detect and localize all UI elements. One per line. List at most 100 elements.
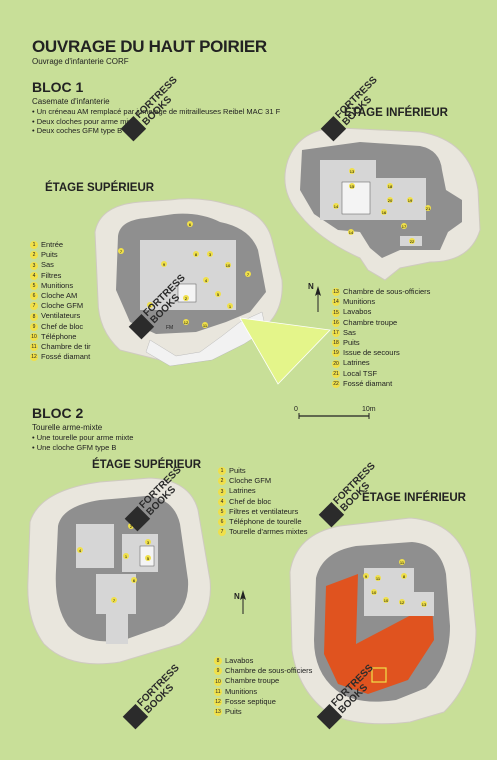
svg-text:9: 9 [365, 574, 368, 579]
orange-area [324, 574, 434, 694]
bloc2-item: Une cloche GFM type B [32, 443, 133, 453]
bloc2-description: Une tourelle pour arme mixte Une cloche … [32, 433, 134, 453]
fm-label: FM [166, 325, 173, 331]
svg-text:12: 12 [184, 320, 189, 325]
turret-room [96, 574, 136, 614]
room-area [341, 181, 371, 215]
svg-text:18: 18 [388, 184, 393, 189]
bloc1-description: Un créneau AM remplacé par jumelage de m… [32, 107, 280, 136]
north-label: N [308, 282, 314, 291]
bloc2-type: Tourelle arme-mixte [32, 423, 103, 432]
bloc2-lower-label: ÉTAGE INFÉRIEUR [362, 492, 466, 504]
svg-text:4: 4 [79, 548, 82, 553]
svg-text:1: 1 [229, 304, 232, 309]
septic-area [371, 667, 387, 683]
svg-text:8: 8 [403, 574, 406, 579]
north-label: N [234, 592, 240, 601]
svg-text:11: 11 [203, 323, 208, 328]
svg-text:10: 10 [372, 590, 377, 595]
svg-text:10: 10 [226, 263, 231, 268]
page-subtitle: Ouvrage d'infanterie CORF [32, 57, 129, 66]
svg-text:21: 21 [426, 206, 431, 211]
scale-end: 10m [362, 406, 376, 413]
bloc1-plans: 13 15 14 14 18 20 19 21 16 17 22 FM 7 6 … [94, 127, 481, 419]
bloc1-type: Casemate d'infanterie [32, 97, 110, 106]
bloc2-item: Une tourelle pour arme mixte [32, 433, 134, 443]
bloc1-item: Deux coches GFM type B [32, 126, 280, 136]
bloc2-plans: 2 4 1 3 5 6 7 9 11 11 8 10 10 12 13 [27, 477, 477, 725]
svg-text:17: 17 [402, 224, 407, 229]
scale-bar [298, 413, 370, 419]
svg-text:3: 3 [209, 252, 212, 257]
svg-text:3: 3 [147, 540, 150, 545]
svg-text:4: 4 [205, 278, 208, 283]
firing-arc [239, 317, 331, 385]
bloc2-upper-label: ÉTAGE SUPÉRIEUR [92, 459, 202, 471]
svg-text:16: 16 [382, 210, 387, 215]
svg-text:14: 14 [334, 204, 339, 209]
svg-text:6: 6 [149, 303, 152, 308]
svg-text:11: 11 [400, 560, 405, 565]
svg-text:12: 12 [400, 600, 405, 605]
bloc2-lower-plan: 9 11 11 8 10 10 12 13 [289, 517, 477, 725]
svg-text:9: 9 [163, 262, 166, 267]
bloc1-lower-label: ÉTAGE INFÉRIEUR [344, 107, 448, 119]
svg-text:2: 2 [130, 524, 133, 529]
svg-text:5: 5 [147, 556, 150, 561]
scale-start: 0 [294, 406, 298, 413]
svg-text:7: 7 [113, 598, 116, 603]
svg-text:7: 7 [120, 249, 123, 254]
north-arrow-icon [240, 590, 246, 614]
svg-text:20: 20 [388, 198, 393, 203]
bloc2-title: BLOC 2 [32, 405, 84, 421]
svg-text:13: 13 [422, 602, 427, 607]
bloc1-title: BLOC 1 [32, 79, 84, 95]
bloc2-upper-plan: 2 4 1 3 5 6 7 [27, 477, 211, 665]
turret-shaft [106, 614, 128, 644]
svg-text:14: 14 [349, 230, 354, 235]
bloc1-item: Deux cloches pour arme mixte [32, 117, 280, 127]
svg-text:19: 19 [408, 198, 413, 203]
svg-text:8: 8 [195, 252, 198, 257]
svg-text:11: 11 [376, 576, 381, 581]
bloc1-upper-label: ÉTAGE SUPÉRIEUR [45, 182, 155, 194]
svg-text:10: 10 [384, 598, 389, 603]
svg-text:13: 13 [350, 169, 355, 174]
svg-text:5: 5 [217, 292, 220, 297]
